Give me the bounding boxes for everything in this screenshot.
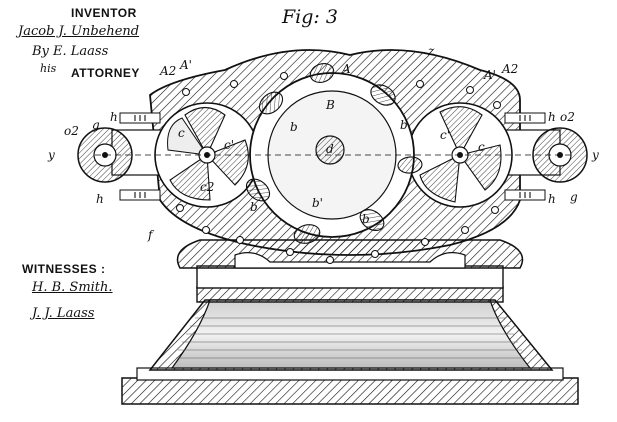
label-g-right: g — [570, 190, 578, 204]
label-b-5: b — [400, 118, 408, 132]
label-b-3: b' — [312, 196, 323, 210]
label-A-center: A — [342, 62, 351, 76]
label-c-1: c — [178, 126, 185, 140]
base-plinth — [121, 265, 579, 405]
label-h-1: h — [110, 110, 118, 124]
label-h-2: h — [96, 192, 104, 206]
label-c-5: c — [478, 140, 485, 154]
label-B: B — [326, 98, 335, 112]
label-b-2: b — [250, 200, 258, 214]
central-drum — [95, 63, 575, 244]
figure-label: Fig: 3 — [282, 6, 338, 28]
inventor-heading: INVENTOR — [71, 6, 137, 20]
label-o2-left: o2 — [64, 124, 79, 138]
inventor-signature: Jacob J. Unbehend — [18, 24, 140, 39]
label-c-3: c2 — [200, 180, 215, 194]
label-h-3: h — [548, 110, 556, 124]
witness-signature-1: H. B. Smith. — [32, 280, 113, 295]
attorney-signature: By E. Laass — [32, 44, 109, 59]
label-A1-right: A' — [484, 68, 496, 82]
label-y-left: y — [48, 148, 55, 162]
witness-signature-2: J. J. Laass — [32, 306, 95, 321]
attorney-heading: ATTORNEY — [71, 66, 140, 80]
label-g-left: g — [92, 118, 100, 132]
label-b-1: b — [290, 120, 298, 134]
bolt-holes — [176, 72, 501, 264]
label-A2-left: A2 — [160, 64, 177, 78]
label-f: f — [148, 228, 153, 242]
label-z: z — [428, 44, 435, 58]
label-y-right: y — [592, 148, 599, 162]
label-c-2: c' — [224, 138, 235, 152]
label-A1-left: A' — [180, 58, 192, 72]
label-A2-right: A2 — [502, 62, 519, 76]
attorney-his: his — [40, 62, 57, 75]
label-h-4: h — [548, 192, 556, 206]
label-b-4: b — [362, 212, 370, 226]
label-c-4: c' — [440, 128, 451, 142]
label-d: d — [326, 142, 334, 156]
label-o2-right: o2 — [560, 110, 575, 124]
witnesses-heading: WITNESSES : — [22, 262, 106, 276]
